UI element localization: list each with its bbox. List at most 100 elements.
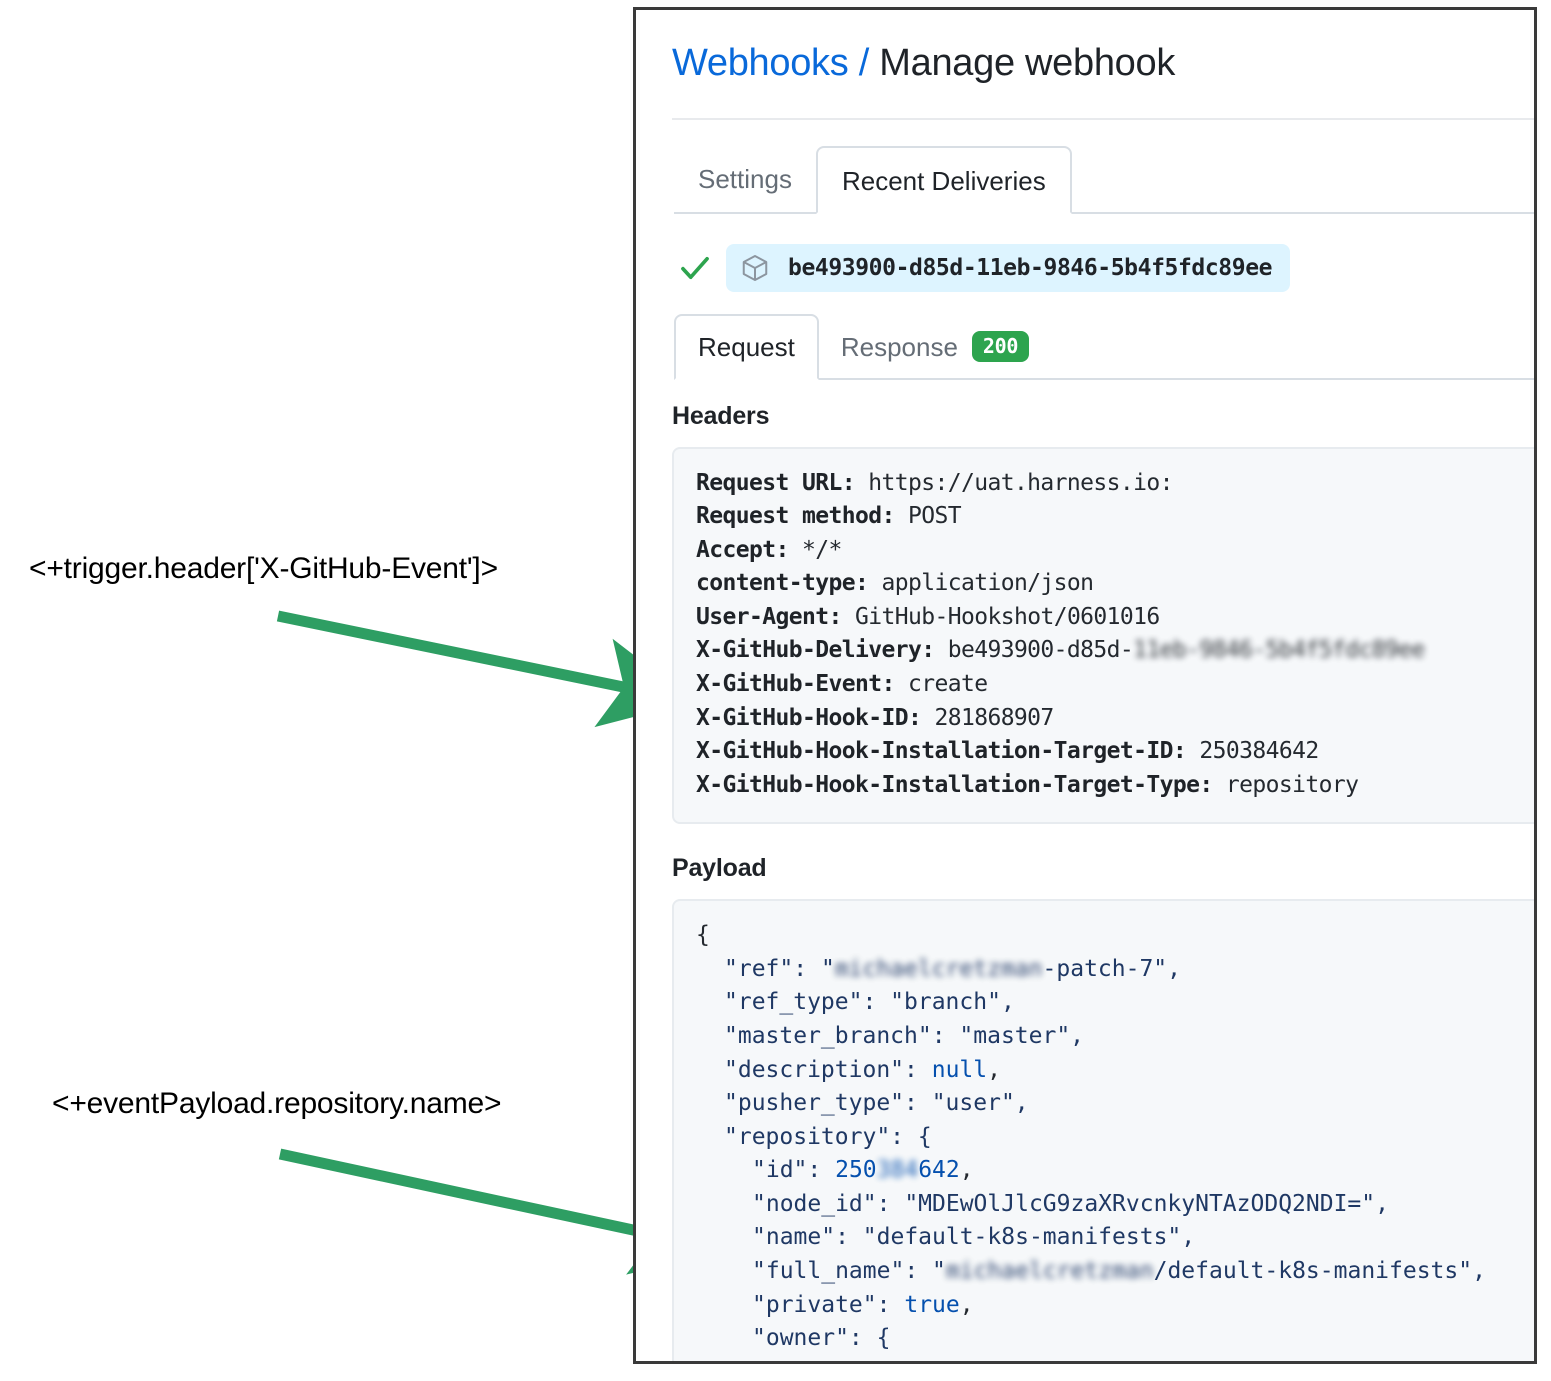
header-row: Request method: POST: [696, 500, 1534, 534]
annotation-event-payload-expression: <+eventPayload.repository.name>: [52, 1087, 502, 1120]
delivery-guid: be493900-d85d-11eb-9846-5b4f5fdc89ee: [788, 254, 1273, 281]
json-value: "master_branch": "master",: [724, 1023, 1085, 1050]
json-line-id: "id": 250384642,: [696, 1154, 1534, 1188]
json-value: "pusher_type": "user",: [724, 1090, 1029, 1117]
header-key: X-GitHub-Hook-Installation-Target-ID:: [696, 738, 1187, 765]
json-value-name: "name": "default-k8s-manifests",: [752, 1224, 1196, 1251]
header-value: application/json: [881, 570, 1094, 597]
status-badge: 200: [971, 331, 1030, 362]
title-divider: [672, 117, 1534, 120]
json-comma: ,: [987, 1056, 1001, 1083]
json-line-node-id: "node_id": "MDEwOlJlcG9zaXRvcnkyNTAzODQ2…: [696, 1188, 1534, 1222]
json-value-redacted: michaelcretzman: [945, 1258, 1154, 1285]
headers-heading: Headers: [672, 401, 770, 430]
header-row: X-GitHub-Hook-Installation-Target-ID: 25…: [696, 735, 1534, 769]
header-value: POST: [907, 503, 962, 530]
breadcrumb-separator: /: [858, 42, 870, 84]
tab-settings[interactable]: Settings: [674, 146, 816, 214]
cube-icon: [742, 254, 768, 281]
json-line-pusher-type: "pusher_type": "user",: [696, 1087, 1534, 1121]
page-title: Webhooks / Manage webhook: [672, 10, 1534, 88]
tab-response-label: Response: [840, 331, 958, 362]
header-row: Accept: */*: [696, 534, 1534, 568]
header-value-redacted: 11eb-9846-5b4f5fdc89ee: [1133, 637, 1425, 664]
header-key: Accept:: [696, 536, 789, 563]
header-value: */*: [801, 536, 842, 563]
delivery-id-pill[interactable]: be493900-d85d-11eb-9846-5b4f5fdc89ee: [726, 243, 1291, 292]
json-line-private: "private": true,: [696, 1289, 1534, 1323]
header-key: content-type:: [696, 570, 869, 597]
header-key: X-GitHub-Hook-ID:: [696, 704, 922, 731]
json-line-description: "description": null,: [696, 1054, 1534, 1088]
headers-code-box: Request URL: https://uat.harness.io: Req…: [672, 446, 1534, 825]
json-line: {: [696, 919, 1534, 953]
json-line-name: "name": "default-k8s-manifests",: [696, 1221, 1534, 1255]
check-icon: [681, 256, 709, 279]
json-line-owner: "owner": {: [696, 1322, 1534, 1356]
header-row: X-GitHub-Hook-ID: 281868907: [696, 702, 1534, 736]
header-key: Request URL:: [696, 469, 856, 496]
payload-heading: Payload: [672, 854, 767, 883]
header-key: X-GitHub-Hook-Installation-Target-Type:: [696, 771, 1213, 798]
header-row: Request URL: https://uat.harness.io:: [696, 467, 1534, 501]
json-value-full-name: /default-k8s-manifests",: [1153, 1258, 1486, 1285]
json-quote: ": [820, 955, 835, 982]
header-key: X-GitHub-Delivery:: [696, 637, 935, 664]
header-row: User-Agent: GitHub-Hookshot/0601016: [696, 601, 1534, 635]
annotation-arrow-to-x-github-event: [276, 610, 695, 728]
tab-recent-deliveries[interactable]: Recent Deliveries: [815, 145, 1072, 214]
tab-request-label: Request: [698, 331, 795, 362]
json-number: 642: [918, 1157, 960, 1184]
header-key: User-Agent:: [696, 603, 842, 630]
header-value: https://uat.harness.io:: [868, 469, 1173, 496]
json-value: "ref_type": "branch",: [724, 989, 1015, 1016]
header-value: be493900-d85d-: [947, 637, 1134, 664]
json-value-ref: -patch-7",: [1042, 955, 1182, 982]
json-key-private: "private":: [752, 1291, 891, 1318]
json-comma: ,: [959, 1157, 974, 1184]
json-number: 250: [835, 1157, 877, 1184]
json-number-redacted: 384: [876, 1157, 919, 1184]
json-quote: ": [932, 1258, 946, 1285]
payload-code-box: { "ref": "michaelcretzman-patch-7", "ref…: [672, 899, 1534, 1361]
header-key: Request method:: [696, 503, 895, 530]
breadcrumb-link-webhooks[interactable]: Webhooks: [672, 42, 849, 84]
json-line-ref: "ref": "michaelcretzman-patch-7",: [696, 953, 1534, 987]
header-row: X-GitHub-Delivery: be493900-d85d-11eb-98…: [696, 634, 1534, 668]
header-key: X-GitHub-Event:: [696, 670, 895, 697]
json-comma: ,: [959, 1291, 974, 1318]
json-literal: true: [904, 1291, 960, 1318]
json-key: "description":: [724, 1056, 918, 1083]
top-tabs-baseline: [674, 211, 1534, 214]
delivery-row[interactable]: be493900-d85d-11eb-9846-5b4f5fdc89ee: [672, 243, 1534, 292]
header-value: GitHub-Hookshot/0601016: [854, 603, 1160, 630]
header-row-x-github-event: X-GitHub-Event: create: [696, 668, 1534, 702]
json-line-master-branch: "master_branch": "master",: [696, 1020, 1534, 1054]
json-line-repository: "repository": {: [696, 1121, 1534, 1155]
json-value-redacted: michaelcretzman: [834, 955, 1043, 982]
header-value: create: [907, 670, 988, 697]
json-value-node-id: "node_id": "MDEwOlJlcG9zaXRvcnkyNTAzODQ2…: [752, 1190, 1389, 1217]
sub-tabs-baseline: [674, 377, 1534, 380]
tab-response[interactable]: Response 200: [819, 314, 1051, 380]
delivery-tablist: Request Response 200: [672, 313, 1534, 380]
json-key-full-name: "full_name":: [752, 1258, 919, 1285]
header-value: 281868907: [934, 704, 1054, 731]
header-value: 250384642: [1199, 738, 1319, 765]
json-key-ref: "ref":: [724, 955, 808, 982]
json-line-ref-type: "ref_type": "branch",: [696, 986, 1534, 1020]
annotation-trigger-header-expression: <+trigger.header['X-GitHub-Event']>: [29, 552, 498, 585]
breadcrumb-current: Manage webhook: [879, 42, 1176, 84]
header-row: content-type: application/json: [696, 567, 1534, 601]
json-key-id: "id":: [752, 1157, 822, 1184]
json-open-brace: {: [696, 922, 710, 949]
header-row: X-GitHub-Hook-Installation-Target-Type: …: [696, 769, 1534, 803]
json-key-repository: "repository": {: [724, 1123, 932, 1150]
json-literal: null: [931, 1056, 988, 1083]
tab-request[interactable]: Request: [674, 313, 819, 380]
json-line-full-name: "full_name": "michaelcretzman/default-k8…: [696, 1255, 1534, 1289]
json-key-owner: "owner": {: [752, 1325, 891, 1352]
header-value: repository: [1225, 771, 1359, 798]
